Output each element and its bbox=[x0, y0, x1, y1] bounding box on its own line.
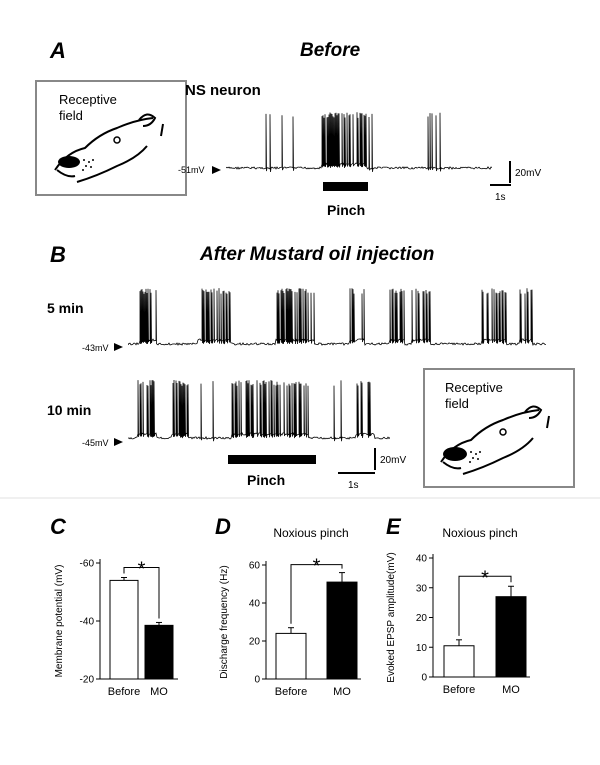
time-label-5min: 5 min bbox=[47, 300, 84, 316]
y-axis-label: Evoked EPSP amplitude(mV) bbox=[386, 552, 397, 682]
y-tick-label: 30 bbox=[416, 583, 428, 594]
panel-e-letter: E bbox=[386, 514, 401, 539]
rat-head-icon bbox=[54, 113, 164, 183]
resting-potential-10min: -45mV bbox=[82, 438, 109, 448]
bar-before bbox=[275, 632, 307, 680]
scale-bar-voltage-b bbox=[374, 448, 376, 470]
chart-title: Noxious pinch bbox=[442, 526, 517, 540]
scale-bar-time-a bbox=[490, 184, 511, 186]
scale-voltage-label-b: 20mV bbox=[380, 455, 407, 466]
bar-mo bbox=[495, 596, 527, 678]
time-label-10min: 10 min bbox=[47, 402, 92, 418]
significance-bracket bbox=[290, 564, 343, 624]
significance-star: * bbox=[481, 567, 489, 589]
bar-before bbox=[109, 579, 139, 680]
bar-mo bbox=[326, 581, 358, 680]
x-tick-label: MO bbox=[150, 686, 168, 698]
chart-epsp-amplitude: Noxious pinch 0 10 20 30 40 Evoked EPSP amplit… bbox=[386, 526, 530, 696]
scale-time-label-b: 1s bbox=[348, 480, 359, 491]
receptive-field-spot bbox=[58, 156, 80, 168]
bar-before bbox=[443, 645, 475, 678]
trace-5min bbox=[128, 288, 546, 347]
y-axis-label: Membrane potential (mV) bbox=[54, 565, 65, 678]
x-tick-label: Before bbox=[108, 686, 140, 698]
y-tick-label: 40 bbox=[416, 554, 428, 565]
panel-a-letter: A bbox=[50, 38, 66, 63]
significance-bracket bbox=[458, 575, 512, 636]
trace-10min bbox=[128, 379, 390, 442]
x-tick-label: MO bbox=[333, 686, 351, 698]
trace-a bbox=[226, 112, 492, 173]
scale-voltage-label-a: 20mV bbox=[515, 168, 542, 179]
receptive-field-box-b: Receptive field bbox=[423, 368, 575, 488]
pinch-stimulus-bar-b bbox=[228, 455, 316, 464]
scale-time-label-a: 1s bbox=[495, 192, 506, 203]
significance-star: * bbox=[138, 559, 146, 581]
receptive-field-spot bbox=[443, 447, 467, 461]
section-divider bbox=[0, 497, 600, 499]
y-tick-label: 60 bbox=[249, 561, 261, 572]
panel-c-letter: C bbox=[50, 514, 66, 539]
arrowhead-icon bbox=[114, 438, 123, 446]
scale-bar-voltage-a bbox=[509, 161, 511, 183]
x-tick-label: MO bbox=[502, 684, 520, 696]
arrowhead-icon bbox=[114, 343, 123, 351]
receptive-field-box-a: Receptive field bbox=[35, 80, 187, 196]
panel-b-heading: After Mustard oil injection bbox=[200, 244, 435, 265]
significance-star: * bbox=[313, 556, 321, 578]
pinch-stimulus-bar-a bbox=[323, 182, 368, 191]
pinch-label-a: Pinch bbox=[327, 202, 366, 218]
panel-d-letter: D bbox=[215, 514, 231, 539]
x-tick-label: Before bbox=[443, 684, 475, 696]
x-tick-label: Before bbox=[275, 686, 307, 698]
receptive-field-label-a: Receptive field bbox=[59, 92, 117, 123]
y-tick-label: 40 bbox=[249, 599, 261, 610]
y-tick-label: 20 bbox=[416, 613, 428, 624]
arrowhead-icon bbox=[212, 166, 221, 174]
y-tick-label: -40 bbox=[80, 617, 95, 628]
significance-bracket bbox=[123, 567, 160, 619]
receptive-field-label-b: Receptive field bbox=[445, 380, 503, 411]
panel-b-letter: B bbox=[50, 242, 66, 267]
chart-title: Noxious pinch bbox=[273, 526, 348, 540]
y-tick-label: -60 bbox=[80, 559, 95, 570]
neuron-type-label: NS neuron bbox=[185, 82, 261, 99]
y-axis-label: Discharge frequency (Hz) bbox=[219, 565, 230, 678]
panel-a-heading: Before bbox=[300, 40, 361, 61]
resting-potential-5min: -43mV bbox=[82, 343, 109, 353]
pinch-label-b: Pinch bbox=[247, 472, 286, 488]
y-tick-label: -20 bbox=[80, 675, 95, 686]
y-tick-label: 0 bbox=[421, 673, 427, 684]
resting-potential-a: -51mV bbox=[178, 165, 205, 175]
bar-mo bbox=[144, 624, 174, 680]
rat-head-icon bbox=[440, 405, 550, 475]
chart-discharge-frequency: Noxious pinch 0 20 40 60 Discharge frequency … bbox=[219, 526, 361, 698]
y-tick-label: 0 bbox=[254, 675, 260, 686]
y-tick-label: 10 bbox=[416, 643, 428, 654]
y-tick-label: 20 bbox=[249, 637, 261, 648]
scale-bar-time-b bbox=[338, 472, 375, 474]
